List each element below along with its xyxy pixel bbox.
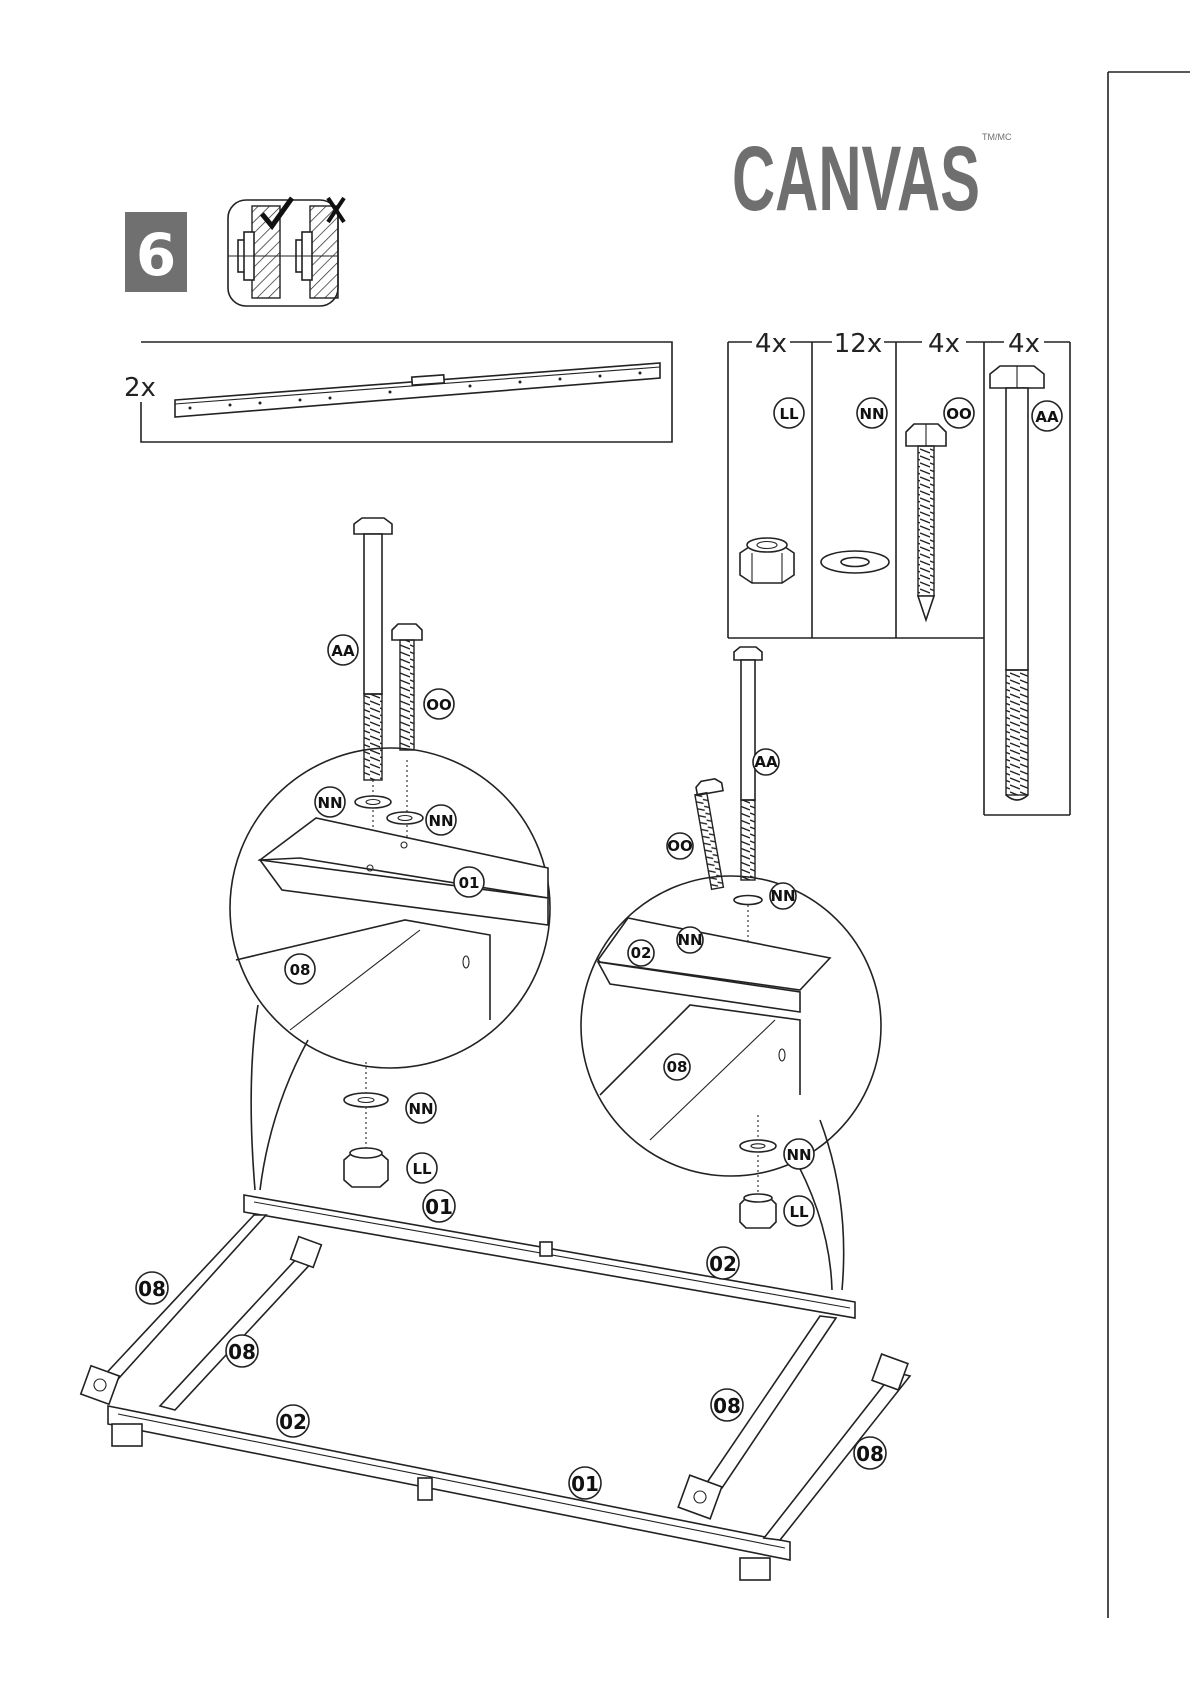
long-bolt-icon xyxy=(990,366,1044,800)
detail-right-label-oo: OO xyxy=(667,837,693,855)
detail-right-label-ll: LL xyxy=(789,1203,809,1221)
step-badge: 6 xyxy=(125,212,187,292)
foot-left xyxy=(112,1424,142,1446)
frame-label-08-left-inner: 08 xyxy=(228,1340,256,1364)
left-inner-post xyxy=(160,1255,316,1410)
frame-label-08-right-inner: 08 xyxy=(713,1394,741,1418)
base-frame: 01 02 08 08 02 01 08 08 xyxy=(81,1190,910,1580)
detail-right: AA OO NN NN 02 08 NN LL xyxy=(581,647,881,1290)
detail-left-label-ll: LL xyxy=(412,1160,432,1178)
detail-left-label-nn-1: NN xyxy=(317,794,342,812)
hardware-label-aa: AA xyxy=(1035,408,1059,426)
hardware-qty-oo: 4x xyxy=(928,329,960,359)
foot-right xyxy=(740,1558,770,1580)
hardware-label-nn: NN xyxy=(859,405,884,423)
nut-orientation-icon xyxy=(228,198,344,306)
page-margin-line xyxy=(1108,72,1190,1618)
frame-label-02-back: 02 xyxy=(709,1252,737,1276)
detail-right-label-02: 02 xyxy=(631,944,652,962)
detail-right-label-nn-1: NN xyxy=(770,887,795,905)
hardware-qty-aa: 4x xyxy=(1008,329,1040,359)
brand-trademark: TM/MC xyxy=(982,132,1012,142)
frame-label-02-front: 02 xyxy=(279,1410,307,1434)
detail-right-label-nn-2: NN xyxy=(677,931,702,949)
lag-screw-icon xyxy=(906,424,946,620)
hardware-panel: 4x 12x 4x 4x LL NN OO AA xyxy=(728,329,1070,815)
detail-left-label-01: 01 xyxy=(459,874,480,892)
frame-label-01-front: 01 xyxy=(571,1472,599,1496)
brand-name: CANVAS xyxy=(732,128,980,230)
washer-icon xyxy=(821,551,889,573)
right-front-post xyxy=(764,1372,910,1540)
detail-left-label-nn-3: NN xyxy=(408,1100,433,1118)
hardware-label-ll: LL xyxy=(779,405,799,423)
detail-right-label-nn-3: NN xyxy=(786,1146,811,1164)
detail-left-label-oo: OO xyxy=(426,696,452,714)
lock-nut-icon xyxy=(740,538,794,583)
detail-left-label-08: 08 xyxy=(290,961,311,979)
detail-left-label-aa: AA xyxy=(331,642,355,660)
detail-right-label-08: 08 xyxy=(667,1058,688,1076)
hardware-label-oo: OO xyxy=(946,405,972,423)
hardware-qty-ll: 4x xyxy=(755,329,787,359)
frame-label-08-left-outer: 08 xyxy=(138,1277,166,1301)
detail-left: AA OO NN NN 01 08 NN LL xyxy=(230,518,550,1190)
plank-quantity: 2x xyxy=(124,373,156,403)
hardware-qty-nn: 12x xyxy=(834,329,882,359)
frame-label-01-back: 01 xyxy=(425,1195,453,1219)
detail-left-label-nn-2: NN xyxy=(428,812,453,830)
frame-label-08-right-outer: 08 xyxy=(856,1442,884,1466)
brand-logo: CANVAS TM/MC xyxy=(732,128,1012,230)
step-number: 6 xyxy=(136,221,176,289)
detail-right-label-aa: AA xyxy=(754,753,778,771)
plank-callout: 2x xyxy=(124,342,672,442)
plank-drawing xyxy=(175,363,660,417)
